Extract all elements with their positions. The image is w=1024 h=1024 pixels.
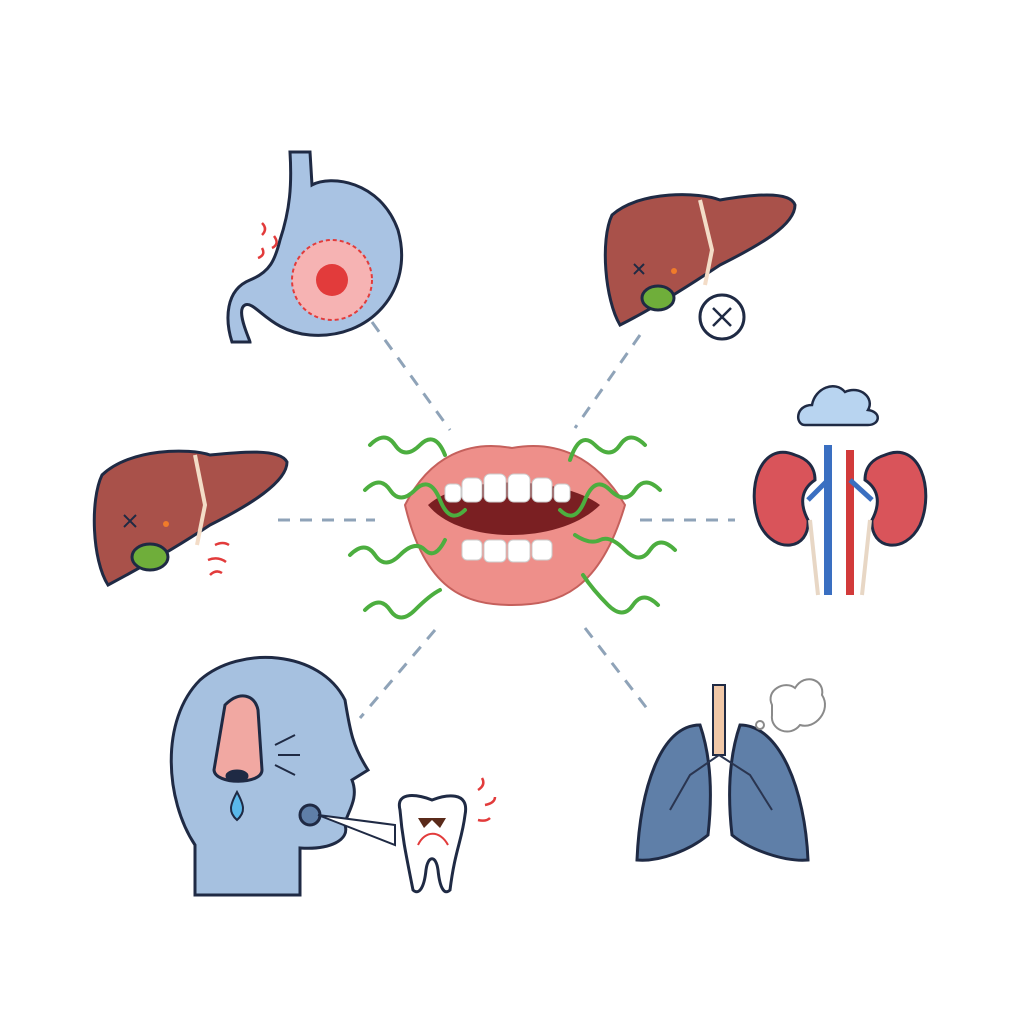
stomach-icon [226,150,404,344]
liver-failure-icon [603,193,797,341]
connector-liver-right [573,334,642,429]
odor-waves [348,435,677,620]
head-sinus-icon [169,655,396,897]
upper-teeth [444,473,571,503]
connector-head [358,629,437,719]
tooth-decay-icon [397,777,497,894]
cloud-icon [797,385,879,427]
liver-icon [92,449,289,587]
kidney-icon [752,445,928,596]
lungs-icon [635,684,810,862]
connector-lines [278,321,735,719]
breath-puff-icon [755,678,826,733]
connector-stomach [370,321,452,431]
mouth-icon [348,435,677,620]
connector-lungs [583,627,654,716]
lower-teeth [461,539,553,563]
